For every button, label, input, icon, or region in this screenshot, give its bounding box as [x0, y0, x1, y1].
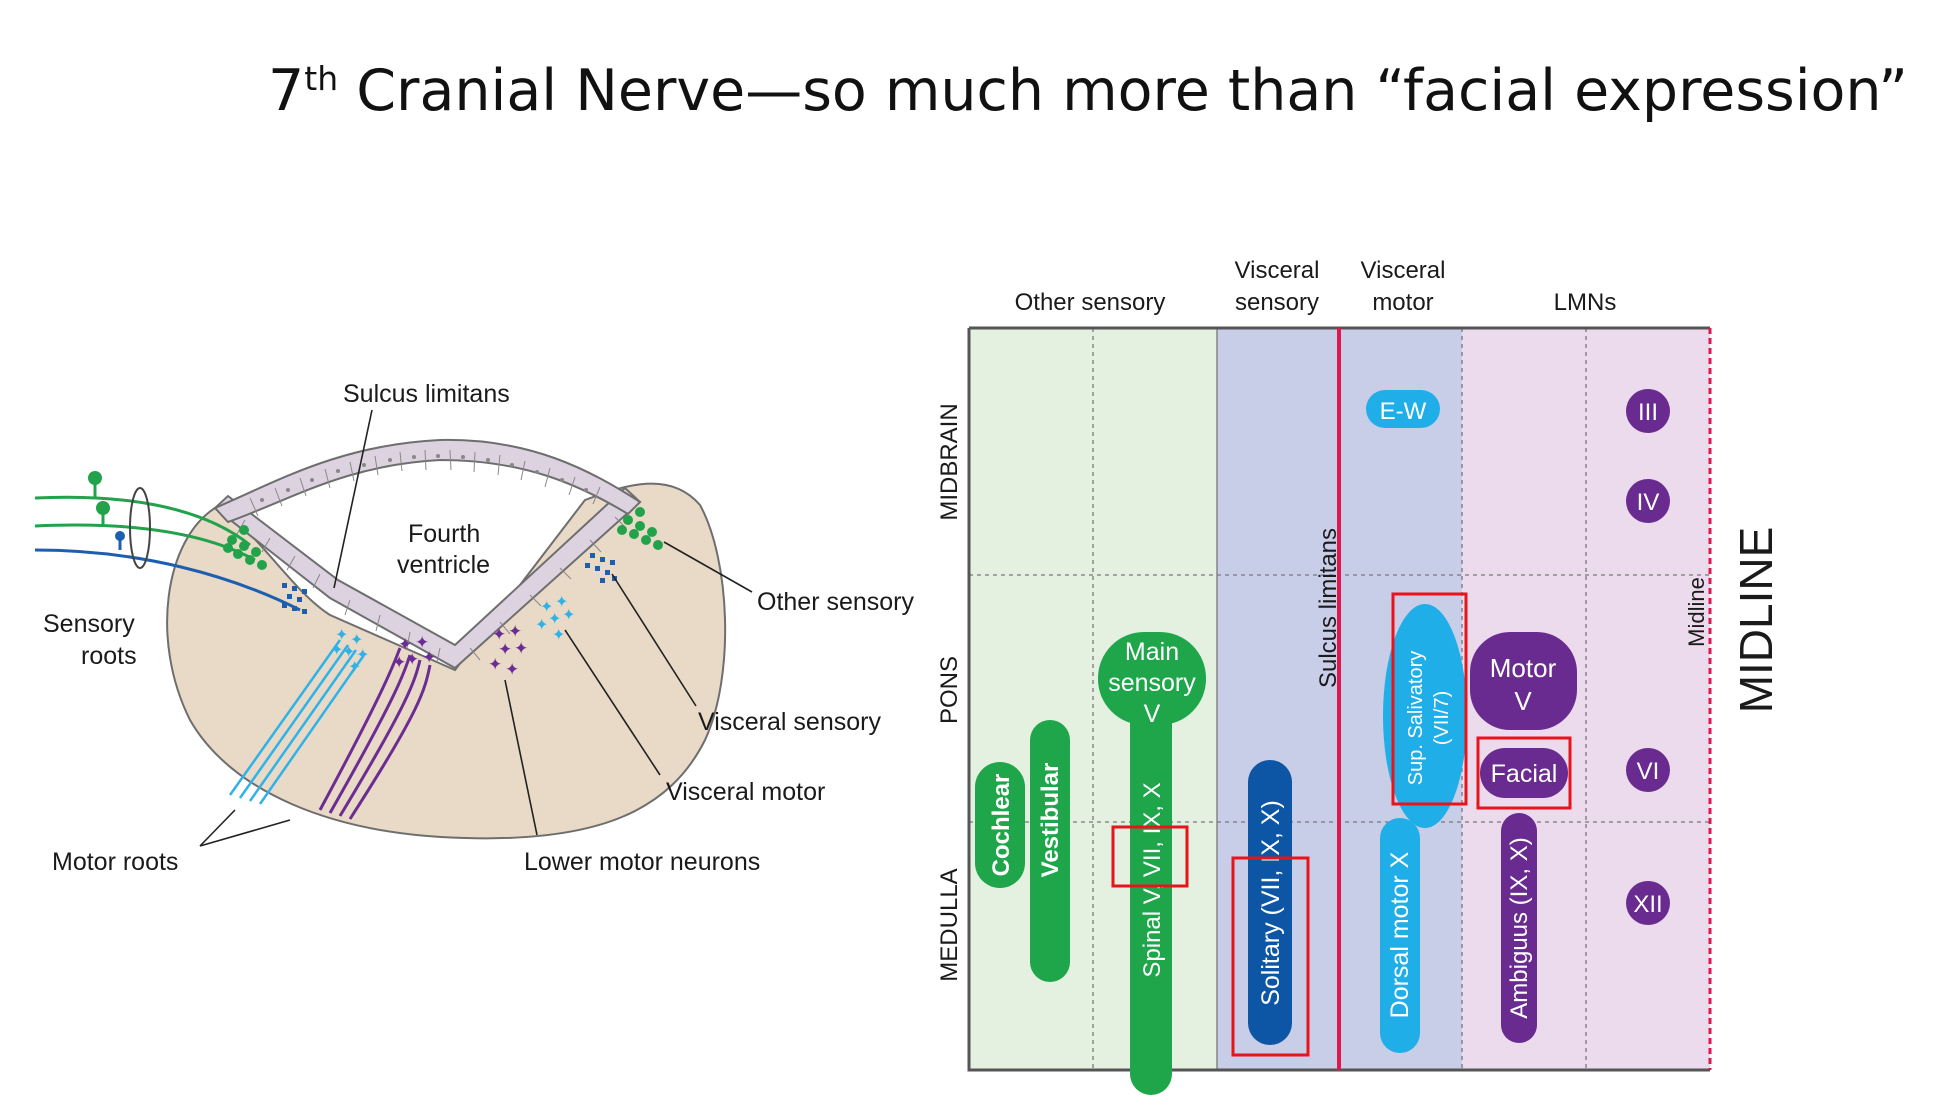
ew-label: E-W	[1380, 398, 1427, 425]
superior-salivatory-nucleus	[1383, 604, 1467, 828]
visceral-motor-label: Visceral motor	[666, 778, 825, 806]
sup-salivatory-label-1: Sup. Salivatory	[1405, 651, 1427, 786]
lmn-column-bg	[1462, 328, 1710, 1070]
other-sensory-cluster-right	[617, 507, 663, 550]
main-sensory-label-2: sensory	[1108, 669, 1196, 697]
svg-text:✦: ✦	[540, 599, 553, 616]
lower-motor-neurons-label: Lower motor neurons	[524, 848, 760, 876]
visceral-column-bg	[1217, 328, 1462, 1070]
lmn-nuclei-circles	[1626, 389, 1670, 925]
svg-text:✦: ✦	[514, 639, 528, 658]
midline-big-label: MIDLINE	[1730, 527, 1782, 714]
visceral-motor-cluster-right: ✦✦✦ ✦✦✦	[535, 594, 575, 644]
facial-nucleus	[1480, 748, 1568, 798]
svg-text:✦: ✦	[508, 622, 522, 641]
fourth-ventricle-label-2: ventricle	[397, 551, 490, 579]
svg-text:✦: ✦	[555, 594, 568, 611]
main-sensory-v-nucleus	[1098, 632, 1206, 725]
cochlear-label: Cochlear	[988, 774, 1015, 877]
highlight-sup-salivatory	[1391, 592, 1468, 806]
ambiguus-nucleus	[1501, 813, 1537, 1043]
motor-v-nucleus	[1470, 632, 1577, 730]
sulcus-limitans-vertical-label: Sulcus limitans	[1315, 528, 1342, 688]
svg-text:✦: ✦	[535, 617, 548, 634]
svg-text:✦: ✦	[498, 640, 512, 659]
svg-text:✦: ✦	[415, 633, 429, 652]
header-lmns: LMNs	[1554, 289, 1617, 316]
dorsal-motor-nucleus	[1380, 818, 1420, 1053]
motor-v-label-2: V	[1514, 686, 1532, 716]
header-visceral-sensory-2: sensory	[1235, 289, 1319, 316]
nucleus-iv	[1626, 479, 1670, 523]
header-visceral-sensory-1: Visceral	[1235, 257, 1320, 284]
ambiguus-label: Ambiguus (IX, X)	[1506, 837, 1533, 1018]
midline-small-label: Midline	[1684, 577, 1709, 647]
leader-lines	[199, 409, 753, 847]
brainstem-tissue	[166, 482, 727, 840]
other-sensory-column-bg	[969, 328, 1217, 1070]
solitary-label: Solitary (VII, IX, X)	[1257, 800, 1285, 1006]
highlight-solitary	[1231, 856, 1310, 1057]
fourth-ventricle-label-1: Fourth	[408, 520, 480, 548]
sensory-root-fibers	[34, 495, 301, 612]
svg-text:✦: ✦	[488, 655, 502, 674]
ependymal-cells	[236, 449, 627, 663]
header-visceral-motor-1: Visceral	[1361, 257, 1446, 284]
visceral-sensory-cluster-left	[282, 583, 307, 614]
spinal-trigeminal-nucleus	[1130, 700, 1172, 1095]
nucleus-vi	[1626, 748, 1670, 792]
grid-lines	[969, 328, 1710, 1070]
main-sensory-label-1: Main	[1125, 638, 1179, 666]
svg-text:✦: ✦	[350, 632, 363, 649]
visceral-sensory-label: Visceral sensory	[698, 708, 881, 736]
motor-roots-label: Motor roots	[52, 848, 178, 876]
svg-text:✦: ✦	[552, 627, 565, 644]
sensory-roots-label-1: Sensory	[43, 610, 135, 638]
svg-text:✦: ✦	[422, 648, 436, 667]
header-visceral-motor-2: motor	[1372, 289, 1433, 316]
dorsal-motor-label: Dorsal motor X	[1386, 851, 1414, 1018]
ventricle-roof	[213, 438, 642, 524]
lower-motor-root-fibers	[318, 647, 432, 820]
svg-text:✦: ✦	[562, 607, 575, 624]
highlight-facial	[1476, 736, 1572, 810]
svg-text:✦: ✦	[548, 611, 561, 628]
edinger-westphal-nucleus	[1366, 390, 1440, 428]
sensory-roots-bundle	[129, 487, 151, 569]
other-sensory-cluster-left	[223, 525, 267, 570]
ventricle-floor-lining	[213, 486, 642, 670]
svg-text:✦: ✦	[505, 660, 519, 679]
spinal-v-label: Spinal V, VII, IX, X	[1139, 782, 1166, 977]
xii-label: XII	[1633, 891, 1662, 918]
page-title: 7th Cranial Nerve—so much more than “fac…	[268, 58, 1908, 124]
other-sensory-label: Other sensory	[757, 588, 915, 616]
main-sensory-label-3: V	[1144, 700, 1161, 728]
nucleus-xii	[1626, 881, 1670, 925]
sensory-root-ganglia	[88, 471, 125, 550]
sensory-roots-label-2: roots	[81, 642, 137, 670]
vi-label: VI	[1637, 758, 1660, 785]
iv-label: IV	[1637, 489, 1660, 516]
visceral-motor-root-fibers	[228, 639, 366, 805]
iii-label: III	[1638, 399, 1658, 426]
vestibular-label: Vestibular	[1037, 763, 1064, 878]
highlight-boxes	[1111, 592, 1572, 1057]
chart-frame	[967, 326, 1710, 1072]
cochlear-nucleus	[975, 762, 1025, 888]
facial-label: Facial	[1491, 760, 1558, 788]
svg-text:✦: ✦	[492, 625, 506, 644]
lower-motor-cluster-right: ✦✦✦ ✦✦✦	[488, 622, 528, 679]
sulcus-limitans-label: Sulcus limitans	[343, 380, 510, 408]
vestibular-nucleus	[1030, 720, 1070, 982]
brainstem-cross-section-diagram: ✦✦✦ ✦✦✦ ✦✦✦ ✦✦✦ ✦✦✦ ✦✦ ✦✦✦ ✦✦✦ Sulcus li…	[34, 380, 915, 876]
header-other-sensory: Other sensory	[1015, 289, 1166, 316]
sup-salivatory-label-2: (VII/7)	[1431, 691, 1453, 745]
highlight-spinal-vii	[1111, 825, 1189, 888]
nucleus-iii	[1626, 389, 1670, 433]
motor-v-label-1: Motor	[1490, 653, 1557, 683]
svg-text:✦: ✦	[335, 627, 348, 644]
svg-text:✦: ✦	[398, 635, 412, 654]
solitary-nucleus	[1248, 760, 1292, 1045]
